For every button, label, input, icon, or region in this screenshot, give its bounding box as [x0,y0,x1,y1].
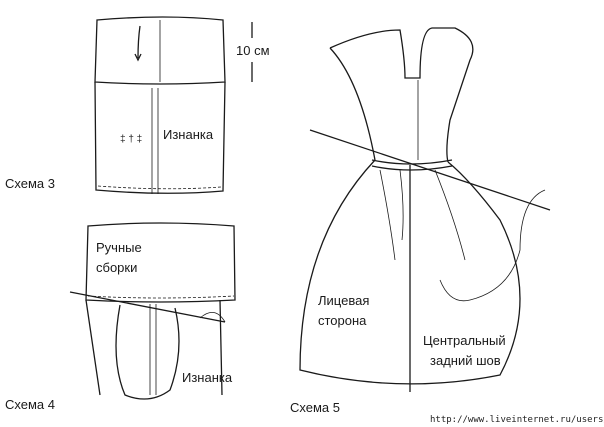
scheme-4-label-line2: сборки [96,260,137,275]
scheme-4-caption: Схема 4 [5,397,55,412]
watermark-url: http://www.liveinternet.ru/users/goel/ [430,415,604,425]
scheme-4-label-line1: Ручные [96,240,142,255]
scheme-5-seam-line2: задний шов [430,353,501,368]
scheme-4-label: Изнанка [182,370,233,385]
scheme-3-drawing: ‡ † ‡ [94,16,253,194]
scheme-5-seam-line1: Центральный [423,333,506,348]
scheme-5-caption: Схема 5 [290,400,340,415]
scheme-4-drawing [69,222,236,400]
scheme-3-measure: 10 см [236,43,270,58]
scheme-3-caption: Схема 3 [5,176,55,191]
scheme-5-drawing [299,27,551,392]
scheme-5-front-line2: сторона [318,313,367,328]
scheme-5-front-line1: Лицевая [318,293,369,308]
scheme-3-label: Изнанка [163,127,214,142]
cross-stitch-marks: ‡ † ‡ [120,134,142,145]
